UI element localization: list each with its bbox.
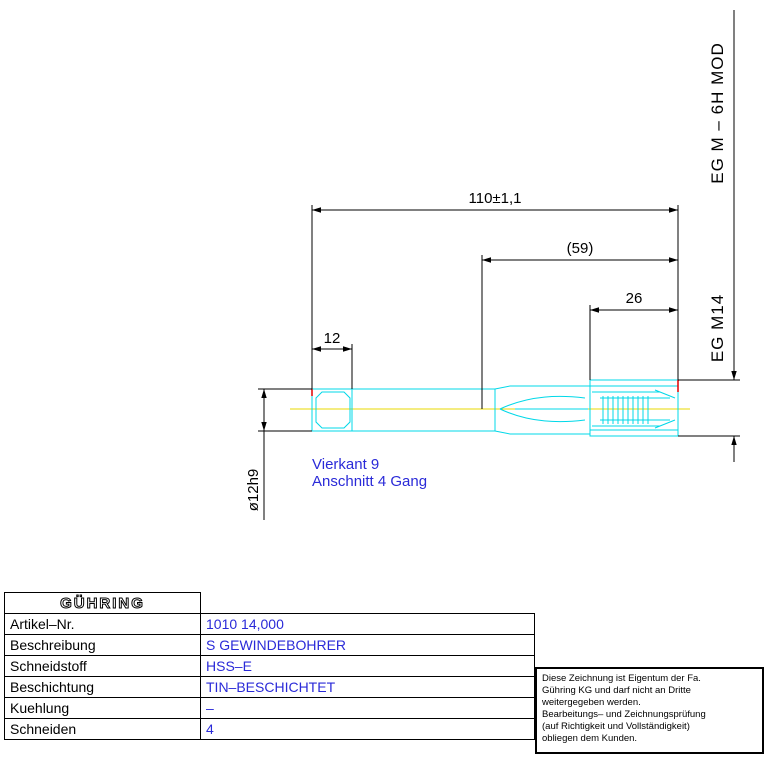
technical-drawing: 110±1,1 (59) 26 12 ø12h9 EG M14 EG M – 6… — [245, 10, 740, 520]
note-square: Vierkant 9 — [312, 456, 379, 473]
table-row: Artikel–Nr. 1010 14,000 — [4, 613, 535, 635]
row-label: Beschreibung — [4, 634, 201, 656]
tap-outline — [311, 379, 679, 437]
table-row: Schneiden 4 — [4, 718, 535, 740]
row-value: 1010 14,000 — [200, 613, 535, 635]
table-row: Beschreibung S GEWINDEBOHRER — [4, 634, 535, 656]
table-row: Kuehlung – — [4, 697, 535, 719]
title-block: GÜHRING Artikel–Nr. 1010 14,000 Beschrei… — [4, 592, 535, 740]
row-label: Beschichtung — [4, 676, 201, 698]
row-label: Artikel–Nr. — [4, 613, 201, 635]
dim-text-26: 26 — [626, 290, 643, 307]
dim-text-110: 110±1,1 — [469, 190, 522, 207]
row-value: HSS–E — [200, 655, 535, 677]
note-chamfer: Anschnitt 4 Gang — [312, 473, 427, 490]
note-line: Diese Zeichnung ist Eigentum der Fa. — [542, 673, 701, 684]
title-block-logo-row: GÜHRING — [4, 592, 535, 614]
row-value: TIN–BESCHICHTET — [200, 676, 535, 698]
note-line: Gühring KG und darf nicht an Dritte — [542, 685, 691, 696]
row-label: Kuehlung — [4, 697, 201, 719]
extension-lines — [258, 205, 740, 437]
thread-label-6h: EG M – 6H MOD — [708, 42, 727, 183]
thread-label-m14: EG M14 — [708, 294, 727, 362]
row-value: S GEWINDEBOHRER — [200, 634, 535, 656]
row-value: – — [200, 697, 535, 719]
dim-text-12: 12 — [324, 330, 341, 347]
row-label: Schneiden — [4, 718, 201, 740]
table-row: Beschichtung TIN–BESCHICHTET — [4, 676, 535, 698]
note-line: obliegen dem Kunden. — [542, 733, 638, 744]
dim-text-diameter: ø12h9 — [245, 469, 262, 512]
dim-text-59: (59) — [567, 240, 594, 257]
row-value: 4 — [200, 718, 535, 740]
table-row: Schneidstoff HSS–E — [4, 655, 535, 677]
row-label: Schneidstoff — [4, 655, 201, 677]
note-line: weitergegeben werden. — [542, 697, 641, 708]
guehring-logo: GÜHRING — [4, 592, 201, 614]
copyright-note: Diese Zeichnung ist Eigentum der Fa. Güh… — [535, 667, 764, 754]
note-line: Bearbeitungs– und Zeichnungsprüfung — [542, 709, 706, 720]
note-line: (auf Richtigkeit und Vollständigkeit) — [542, 721, 690, 732]
